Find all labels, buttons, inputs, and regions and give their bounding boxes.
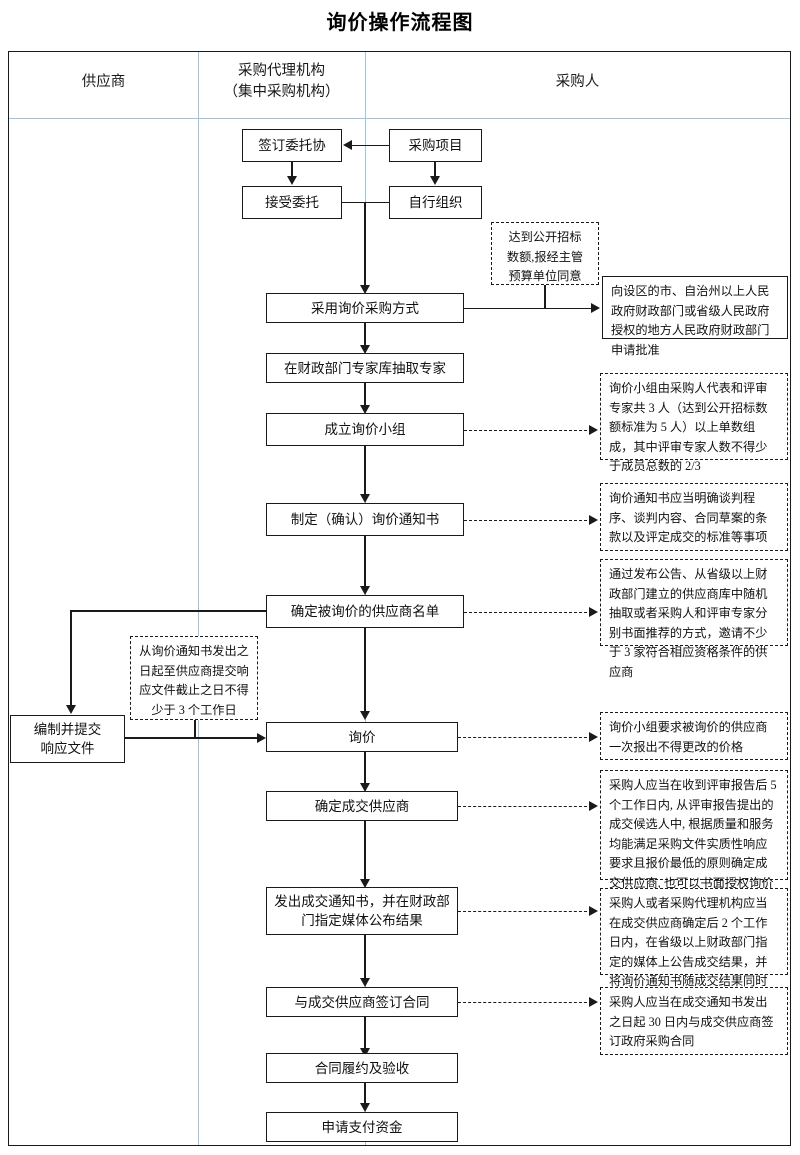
arrowhead-prepare-to-inquiry bbox=[257, 732, 266, 743]
arrowhead-list-to-inquiry bbox=[359, 711, 370, 720]
arrowhead-draw-to-form bbox=[359, 405, 370, 414]
arrowhead-list-to-note bbox=[589, 606, 598, 617]
node-prepare-response-line1: 编制并提交 bbox=[33, 722, 102, 737]
link-deadline-note-down bbox=[194, 720, 196, 738]
arrowhead-project-to-sign bbox=[343, 139, 352, 150]
note-group-composition: 询价小组由采购人代表和评审专家共 3 人（达到公开招标数额标准为 5 人）以上单… bbox=[600, 373, 788, 473]
node-prepare-response[interactable]: 编制并提交 响应文件 bbox=[10, 715, 125, 763]
node-inquiry[interactable]: 询价 bbox=[266, 722, 458, 752]
link-sign-to-accept bbox=[291, 162, 293, 177]
lane-header-agency: 采购代理机构 （集中采购机构） bbox=[198, 61, 365, 103]
lane-header-rule bbox=[9, 118, 790, 119]
arrowhead-form-to-make bbox=[359, 494, 370, 503]
page-title: 询价操作流程图 bbox=[326, 12, 474, 34]
link-inquiry-to-winner bbox=[364, 752, 366, 784]
arrowhead-list-to-prepare bbox=[65, 705, 76, 714]
node-adopt-inquiry[interactable]: 采用询价采购方式 bbox=[266, 293, 464, 323]
note-apply-approval: 向设区的市、自治州以上人民政府财政部门或省级人民政府授权的地方人民政府财政部门申… bbox=[602, 276, 788, 357]
link-list-to-prepare-v bbox=[70, 610, 72, 706]
node-self-organize[interactable]: 自行组织 bbox=[389, 186, 482, 219]
note-public-bidding-threshold-l2: 数额,报经主管 bbox=[506, 249, 584, 264]
note-announce-result: 采购人或者采购代理机构应当在成交供应商确定后 2 个工作日内，在省级以上财政部门… bbox=[600, 888, 788, 1008]
node-confirm-supplier-list[interactable]: 确定被询价的供应商名单 bbox=[266, 595, 464, 628]
node-accept-entrust[interactable]: 接受委托 bbox=[242, 186, 342, 219]
note-contract-deadline: 采购人应当在成交通知书发出之日起 30 日内与成交供应商签订政府采购合同 bbox=[600, 987, 788, 1055]
node-make-notice[interactable]: 制定（确认）询价通知书 bbox=[266, 503, 464, 536]
node-issue-notice-line1: 发出成交通知书，并在财政部 bbox=[274, 894, 450, 909]
node-issue-notice-line2: 门指定媒体公布结果 bbox=[301, 913, 423, 928]
arrowhead-winner-to-issue bbox=[359, 879, 370, 888]
link-winner-to-note bbox=[458, 806, 592, 807]
note-public-bidding-threshold-l1: 达到公开招标 bbox=[508, 230, 582, 244]
node-form-group[interactable]: 成立询价小组 bbox=[266, 413, 464, 446]
link-perform-to-payment bbox=[364, 1083, 366, 1105]
arrowhead-make-to-note bbox=[589, 514, 598, 525]
link-list-to-note bbox=[464, 611, 592, 613]
link-issue-to-note bbox=[458, 911, 592, 912]
node-draw-experts[interactable]: 在财政部门专家库抽取专家 bbox=[266, 353, 464, 383]
note-winner-determination: 采购人应当在收到评审报告后 5 个工作日内, 从评审报告提出的成交候选人中, 根… bbox=[600, 770, 788, 909]
arrowhead-form-to-note bbox=[589, 424, 598, 435]
arrowhead-adopt-to-draw bbox=[359, 345, 370, 354]
link-adopt-to-draw bbox=[364, 323, 366, 346]
lane-header-agency-line2: （集中采购机构） bbox=[223, 84, 340, 100]
arrowhead-issue-to-note bbox=[589, 906, 598, 916]
link-adopt-to-approval bbox=[464, 307, 598, 310]
node-confirm-winner[interactable]: 确定成交供应商 bbox=[266, 791, 458, 821]
arrowhead-project-to-self bbox=[429, 176, 440, 185]
link-threshold-down bbox=[544, 285, 546, 308]
arrowhead-sign-to-accept bbox=[286, 176, 297, 185]
lane-header-supplier: 供应商 bbox=[81, 74, 126, 90]
note-one-time-quote: 询价小组要求被询价的供应商一次报出不得更改的价格 bbox=[600, 712, 788, 760]
link-contract-to-perform bbox=[364, 1017, 366, 1050]
node-prepare-response-line2: 响应文件 bbox=[40, 741, 95, 756]
arrowhead-perform-to-payment bbox=[359, 1103, 370, 1112]
note-public-bidding-threshold-l3: 预算单位同意 bbox=[508, 269, 582, 283]
link-make-to-confirm-list bbox=[364, 536, 366, 588]
arrowhead-inquiry-to-winner bbox=[359, 783, 370, 792]
arrowhead-make-to-confirm-list bbox=[359, 586, 370, 595]
link-inquiry-to-note bbox=[458, 737, 592, 738]
link-project-to-sign bbox=[352, 144, 389, 147]
arrowhead-inquiry-to-note bbox=[589, 732, 598, 742]
link-contract-to-note bbox=[458, 1002, 592, 1003]
arrowhead-issue-to-contract bbox=[359, 978, 370, 987]
arrowhead-adopt-to-approval bbox=[591, 302, 600, 313]
note-notice-content: 询价通知书应当明确谈判程序、谈判内容、合同草案的条款以及评定成交的标准等事项 bbox=[600, 483, 788, 551]
node-perform-accept[interactable]: 合同履约及验收 bbox=[266, 1053, 458, 1083]
arrowhead-contract-to-perform bbox=[359, 1048, 370, 1057]
link-join-down bbox=[364, 201, 366, 287]
arrowhead-contract-to-note bbox=[589, 997, 598, 1007]
note-supplier-selection: 通过发布公告、从省级以上财政部门建立的供应商库中随机抽取或者采购人和评审专家分别… bbox=[600, 559, 788, 679]
note-public-bidding-threshold: 达到公开招标 数额,报经主管 预算单位同意 bbox=[491, 222, 599, 285]
node-issue-notice[interactable]: 发出成交通知书，并在财政部 门指定媒体公布结果 bbox=[266, 887, 458, 935]
node-purchase-project[interactable]: 采购项目 bbox=[389, 129, 482, 162]
arrowhead-join-to-adopt bbox=[359, 285, 370, 294]
link-form-to-note bbox=[464, 429, 592, 431]
lane-divider-1 bbox=[198, 52, 199, 1145]
lane-header-agency-line1: 采购代理机构 bbox=[238, 63, 325, 79]
link-form-to-make bbox=[364, 446, 366, 496]
lane-header-purchaser: 采购人 bbox=[555, 74, 600, 90]
node-sign-contract[interactable]: 与成交供应商签订合同 bbox=[266, 987, 458, 1017]
link-prepare-to-inquiry bbox=[125, 737, 260, 739]
link-project-to-self bbox=[434, 162, 436, 177]
link-issue-to-contract bbox=[364, 935, 366, 980]
node-apply-payment[interactable]: 申请支付资金 bbox=[266, 1112, 458, 1142]
note-response-deadline: 从询价通知书发出之日起至供应商提交响应文件截止之日不得少于 3 个工作日 bbox=[130, 636, 258, 720]
link-list-to-prepare-h bbox=[70, 610, 266, 612]
link-draw-to-form bbox=[364, 383, 366, 406]
node-sign-entrust[interactable]: 签订委托协 bbox=[242, 129, 342, 162]
arrowhead-winner-to-note bbox=[589, 801, 598, 811]
link-make-to-note bbox=[464, 519, 592, 521]
link-winner-to-issue bbox=[364, 821, 366, 881]
link-list-to-inquiry bbox=[364, 628, 366, 713]
